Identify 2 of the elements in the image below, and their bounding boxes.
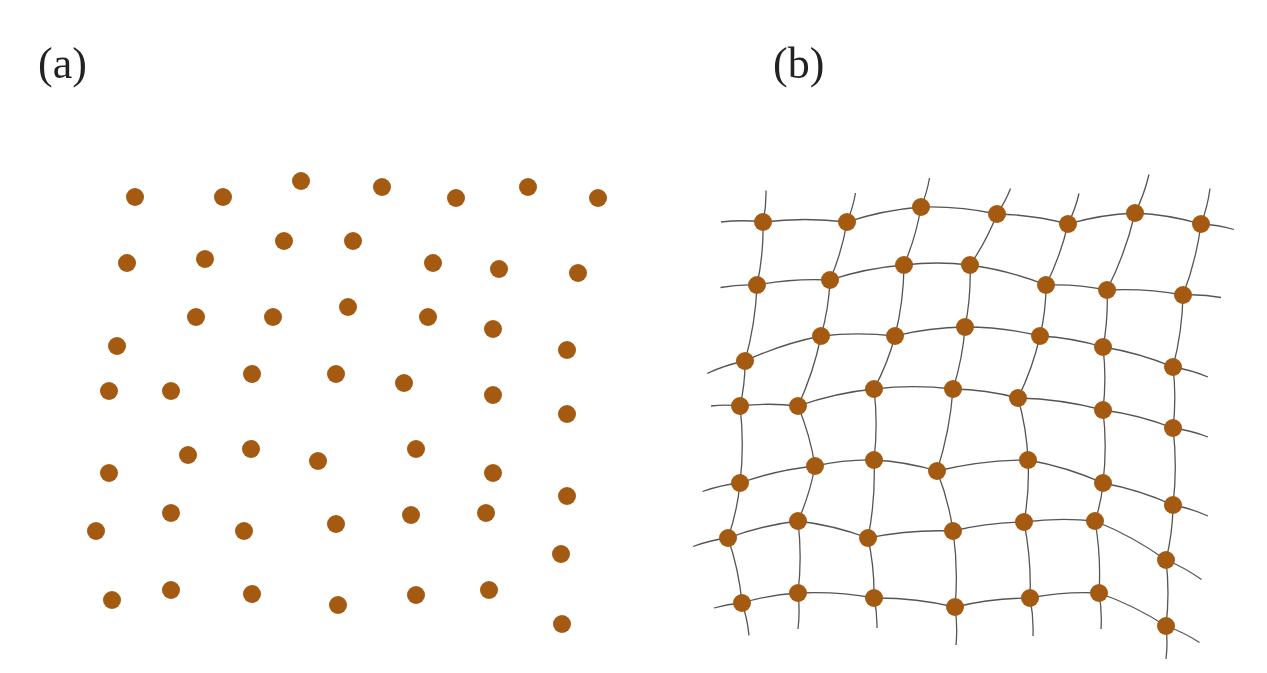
panel-label: (a) [38, 42, 87, 86]
panel-label: (b) [773, 42, 825, 86]
